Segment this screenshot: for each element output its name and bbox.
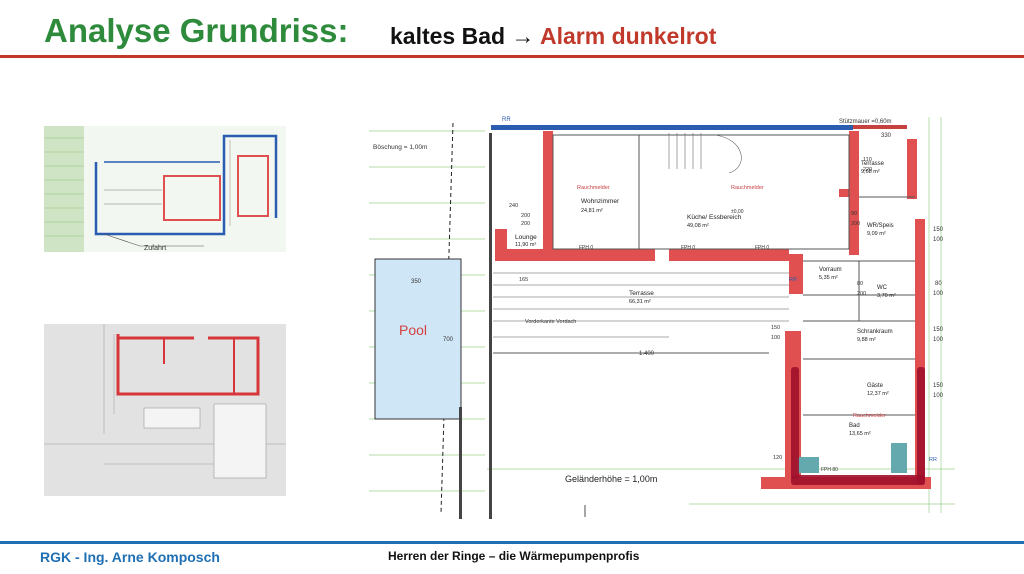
slide-title: Analyse Grundriss: bbox=[44, 12, 349, 49]
dim-misc-200d: 200 bbox=[857, 291, 866, 297]
room-lounge: Lounge bbox=[515, 234, 537, 241]
dim-700: 700 bbox=[443, 337, 454, 343]
bottom-divider bbox=[0, 541, 1024, 544]
room-wohnzimmer-area: 24,81 m² bbox=[581, 208, 603, 214]
room-terrasse: Terrasse bbox=[629, 290, 654, 297]
slide-subtitle: kaltes Bad → Alarm dunkelrot bbox=[390, 23, 716, 50]
top-divider bbox=[0, 55, 1024, 58]
room-wrspeis-area: 9,09 m² bbox=[867, 231, 886, 237]
room-wrspeis: WR/Speis bbox=[867, 223, 894, 229]
stuetzmauer-label: Stützmauer =0,60m bbox=[839, 119, 892, 125]
dim-misc-240: 240 bbox=[509, 203, 518, 209]
level-marker: ±0,00 bbox=[731, 209, 744, 215]
thumbnail-floor-plan bbox=[44, 324, 286, 496]
room-wc-area: 3,70 m² bbox=[877, 293, 896, 299]
dim-right-3: 80 bbox=[935, 281, 942, 287]
room-bad: Bad bbox=[849, 423, 860, 429]
boeschung-label: Böschung = 1,00m bbox=[373, 144, 427, 151]
footer-author: RGK - Ing. Arne Komposch bbox=[40, 549, 220, 565]
rauchmelder-3: Rauchmelder bbox=[853, 413, 886, 419]
thumbnail-site-plan: Zufahrt bbox=[44, 126, 286, 252]
dim-right-1: 150 bbox=[933, 227, 944, 233]
fph0-3: FPH 0 bbox=[755, 245, 769, 251]
fph80: FPH 80 bbox=[821, 467, 838, 473]
pool-label: Pool bbox=[399, 322, 427, 338]
dim-misc-120: 120 bbox=[773, 455, 782, 461]
room-kueche-area: 49,08 m² bbox=[687, 223, 709, 229]
room-lounge-area: 11,90 m² bbox=[515, 242, 536, 248]
dim-misc-100: 100 bbox=[771, 335, 780, 341]
room-bad-area: 13,65 m² bbox=[849, 431, 871, 437]
gelaender-label: Geländerhöhe = 1,00m bbox=[565, 474, 657, 484]
zufahrt-label: Zufahrt bbox=[144, 245, 166, 252]
subtitle-plain: kaltes Bad → bbox=[390, 23, 535, 49]
room-vorraum: Vorraum bbox=[819, 267, 842, 273]
room-gaeste: Gäste bbox=[867, 383, 884, 389]
dim-misc-220: 220 bbox=[863, 167, 872, 173]
room-vorraum-area: 5,35 m² bbox=[819, 275, 838, 281]
vorderkante-label: Vorderkante Vordach bbox=[525, 319, 576, 325]
dim-right-7: 150 bbox=[933, 383, 944, 389]
room-terrasse-right-area: 9,68 m² bbox=[861, 169, 880, 175]
room-schrankraum: Schrankraum bbox=[857, 329, 893, 335]
dim-misc-200a: 200 bbox=[521, 213, 530, 219]
fph0-1: FPH 0 bbox=[579, 245, 593, 251]
rr-bad: RR bbox=[929, 457, 937, 463]
dim-misc-165: 165 bbox=[519, 277, 528, 283]
footer-tagline: Herren der Ringe – die Wärmepumpenprofis bbox=[388, 549, 640, 563]
rauchmelder-2: Rauchmelder bbox=[731, 185, 764, 191]
dim-right-8: 100 bbox=[933, 393, 944, 399]
room-schrankraum-area: 9,88 m² bbox=[857, 337, 876, 343]
subtitle-alert: Alarm dunkelrot bbox=[540, 23, 717, 49]
fph0-2: FPH 0 bbox=[681, 245, 695, 251]
room-gaeste-area: 12,37 m² bbox=[867, 391, 889, 397]
dim-right-4: 100 bbox=[933, 291, 944, 297]
rauchmelder-1: Rauchmelder bbox=[577, 185, 610, 191]
dim-right-5: 150 bbox=[933, 327, 944, 333]
dim-350: 350 bbox=[411, 279, 422, 285]
room-terrasse-area: 66,31 m² bbox=[629, 299, 651, 305]
dim-1400: 1.400 bbox=[639, 351, 655, 357]
dim-misc-200b: 200 bbox=[521, 221, 530, 227]
dim-misc-90: 90 bbox=[851, 211, 857, 217]
dim-misc-110: 110 bbox=[863, 157, 872, 163]
rr-top-label: RR bbox=[502, 117, 511, 123]
room-terrasse-right: Terrasse bbox=[861, 161, 885, 167]
dim-misc-150: 150 bbox=[771, 325, 780, 331]
dim-330: 330 bbox=[881, 133, 892, 139]
dim-misc-200c: 200 bbox=[851, 221, 860, 227]
room-wohnzimmer: Wohnzimmer bbox=[581, 198, 620, 205]
room-wc: WC bbox=[877, 285, 888, 291]
dim-misc-80: 80 bbox=[857, 281, 863, 287]
rr-vorraum: RR bbox=[789, 277, 797, 283]
dim-right-2: 100 bbox=[933, 237, 944, 243]
room-kueche: Küche/ Essbereich bbox=[687, 214, 742, 221]
main-floor-plan: RR Stützmauer =0,60m 330 Böschung = 1,00… bbox=[369, 109, 955, 521]
dim-right-6: 100 bbox=[933, 337, 944, 343]
